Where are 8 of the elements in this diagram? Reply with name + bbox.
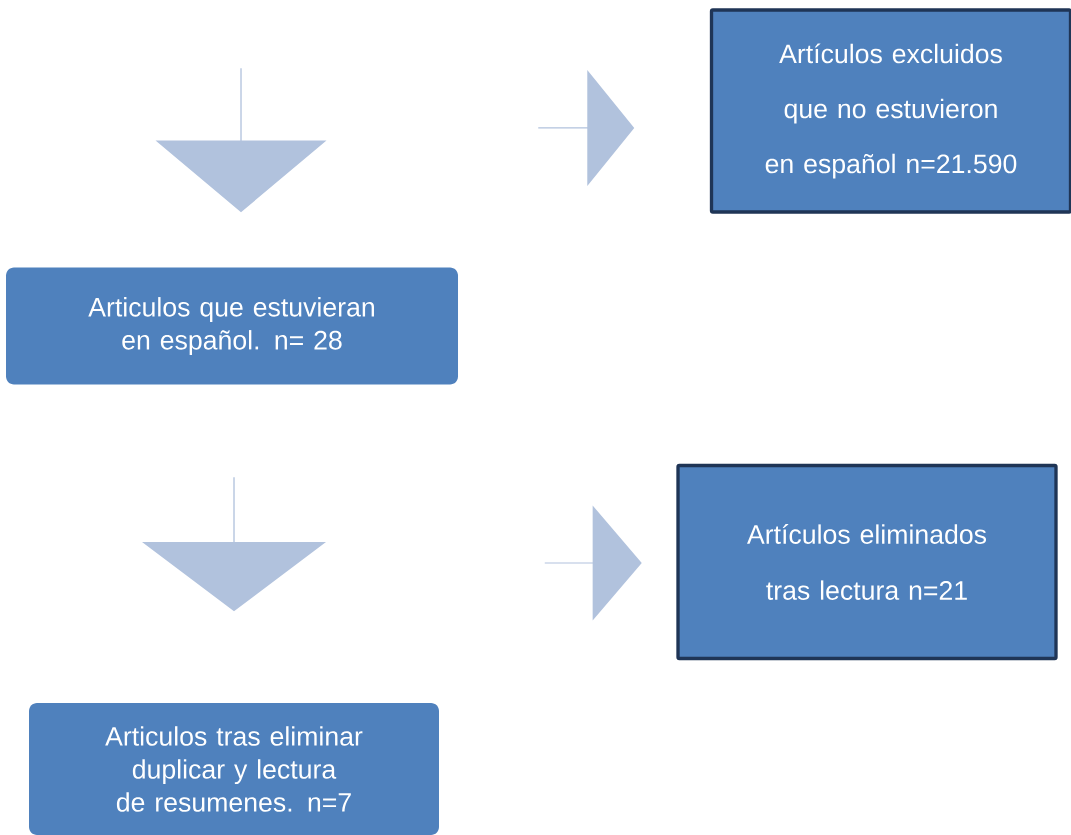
process-box: Articulos que estuvieran en español. n= 28 <box>6 267 458 385</box>
block-arrow <box>544 505 642 621</box>
process-box: Artículos excluidos que no estuvieron en español n=21.590 <box>709 8 1071 214</box>
block-arrow <box>155 68 327 213</box>
block-arrow <box>142 477 326 612</box>
process-box: Artículos eliminados tras lectura n=21 <box>676 463 1058 661</box>
process-box: Articulos tras eliminar duplicar y lectura de resumenes. n=7 <box>29 703 439 835</box>
block-arrow <box>538 70 635 186</box>
